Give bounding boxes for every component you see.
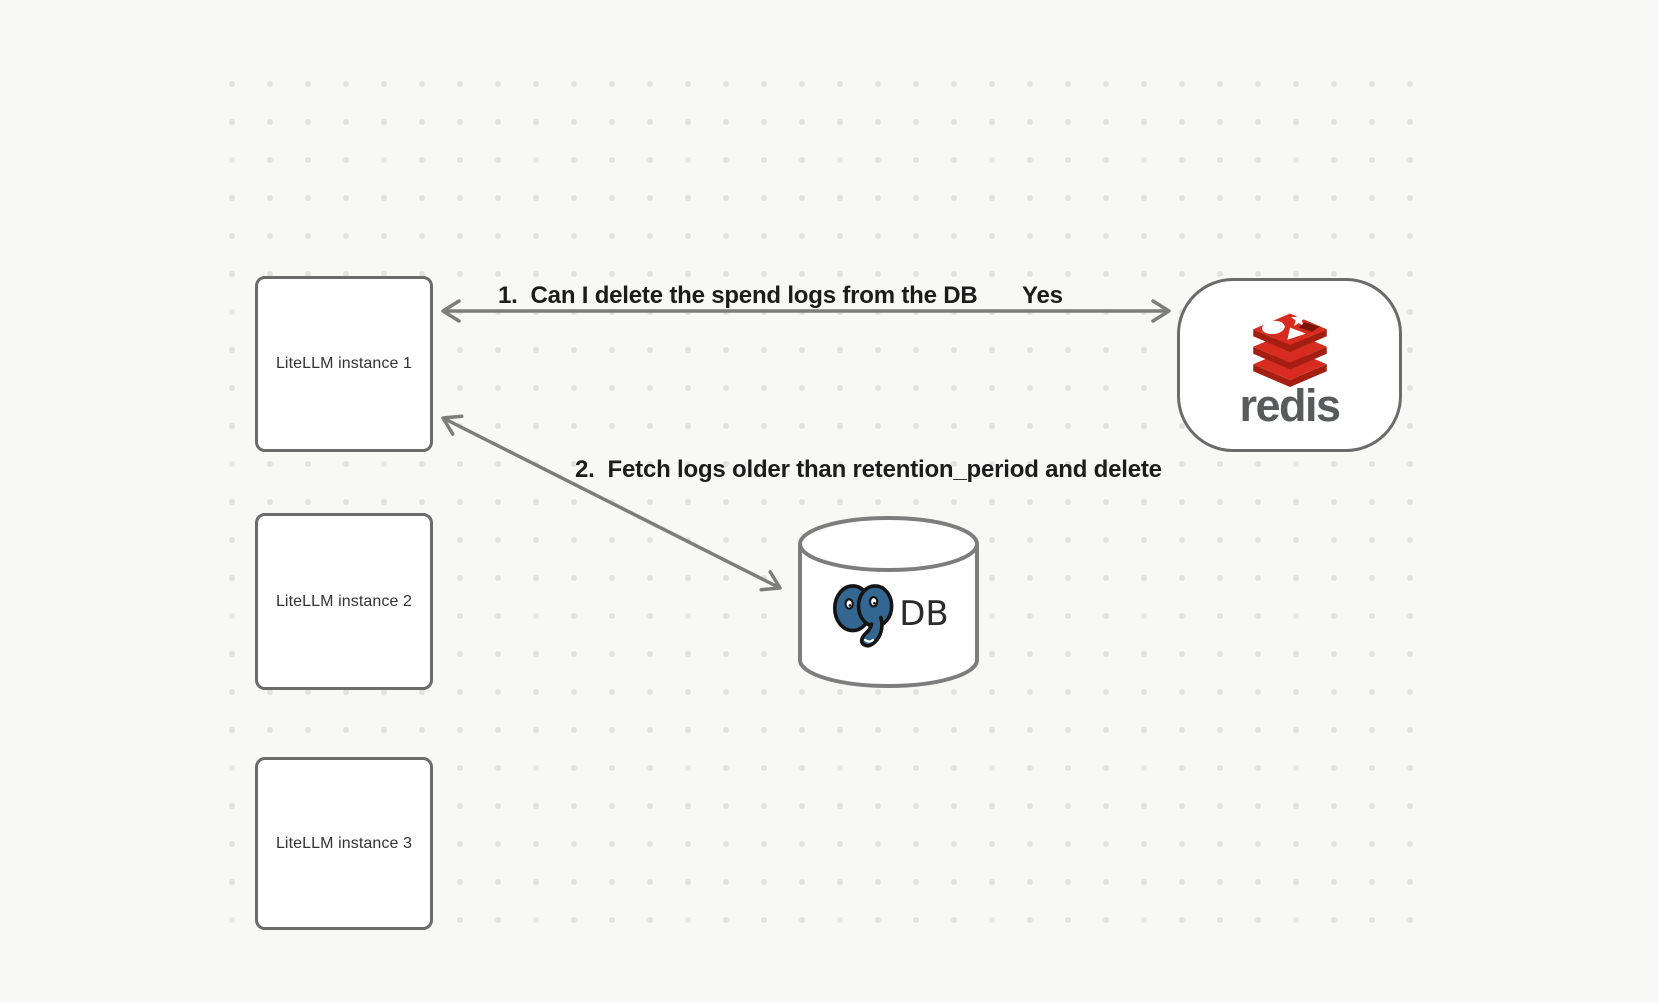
redis-wordmark: redis [1239,379,1341,431]
database-label: DB [899,594,949,634]
node-litellm-instance-3: LiteLLM instance 3 [255,757,433,930]
node-database: DB [796,514,981,692]
node-litellm-instance-2: LiteLLM instance 2 [255,513,433,690]
redis-logo-icon [1252,311,1327,387]
node-label: LiteLLM instance 3 [275,834,413,852]
edge-label-step2: 2. Fetch logs older than retention_perio… [575,456,1162,483]
edge-label-step1-response: Yes [1022,282,1063,309]
node-label: LiteLLM instance 1 [275,355,413,372]
edge-label-step1: 1. Can I delete the spend logs from the … [498,282,978,309]
node-label: LiteLLM instance 2 [275,592,413,610]
node-litellm-instance-1: LiteLLM instance 1 [255,276,433,452]
postgres-elephant-icon [833,584,894,648]
database-content: DB [796,564,981,664]
node-redis: redis [1177,278,1402,452]
